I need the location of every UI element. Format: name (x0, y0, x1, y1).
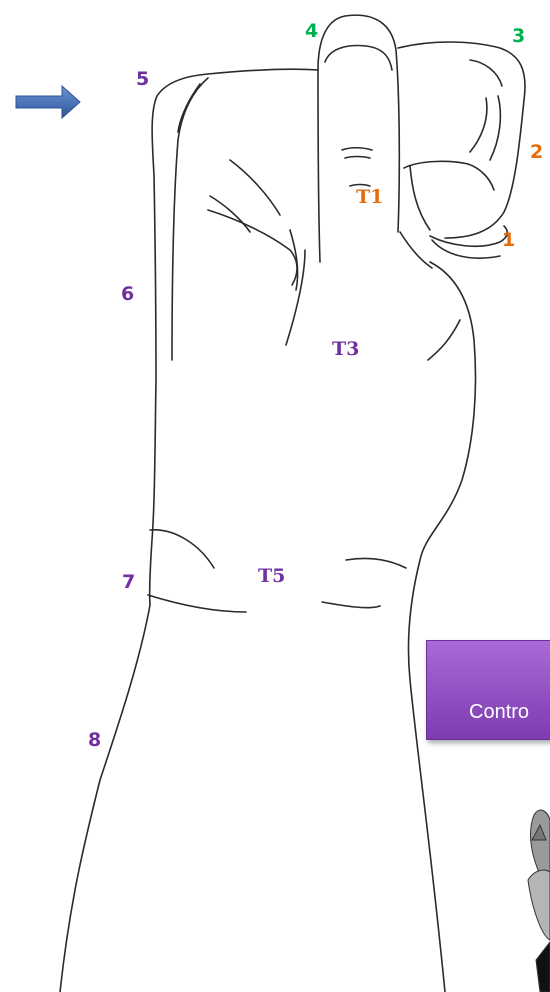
point-label-t1: T1 (356, 188, 383, 207)
control-button-label: Contro (469, 701, 529, 724)
point-label-3: 3 (512, 27, 525, 46)
point-label-6: 6 (121, 285, 134, 304)
point-label-7: 7 (122, 573, 135, 592)
hand-outline (60, 15, 525, 992)
right-arrow-icon (16, 86, 80, 118)
control-button[interactable]: Contro (426, 640, 550, 740)
point-label-8: 8 (88, 731, 101, 750)
point-label-2: 2 (530, 143, 543, 162)
point-label-t3: T3 (332, 340, 359, 359)
point-label-5: 5 (136, 70, 149, 89)
point-label-1: 1 (502, 231, 515, 250)
point-label-t5: T5 (258, 567, 285, 586)
raised-hands-icon (528, 810, 550, 992)
point-label-4: 4 (305, 22, 318, 41)
